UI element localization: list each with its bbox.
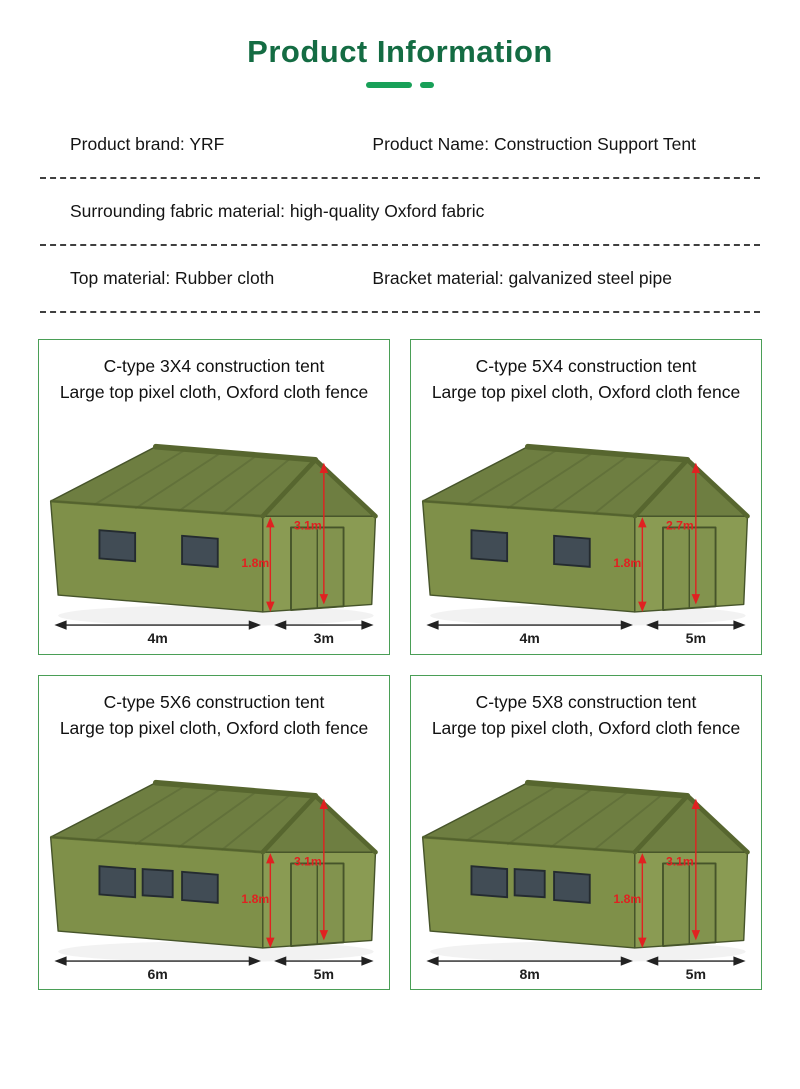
spec-bracket-material: Bracket material: galvanized steel pipe	[372, 268, 672, 288]
spec-fabric: Surrounding fabric material: high-qualit…	[70, 201, 485, 221]
page-title: Product Information	[247, 34, 553, 69]
spec-row-fabric: Surrounding fabric material: high-qualit…	[40, 179, 760, 244]
width-dimension-label: 4m	[519, 630, 539, 646]
spec-top-material: Top material: Rubber cloth	[70, 268, 275, 288]
wall-height-label: 1.8m	[613, 556, 641, 570]
depth-dimension-label: 5m	[686, 630, 706, 646]
wall-height-label: 1.8m	[241, 556, 269, 570]
spec-product-name: Product Name: Construction Support Tent	[372, 134, 696, 154]
card-subtitle: Large top pixel cloth, Oxford cloth fenc…	[431, 382, 741, 402]
product-card-5x8: C-type 5X8 construction tent Large top p…	[410, 674, 762, 991]
card-title: C-type 5X6 construction tent	[103, 691, 325, 712]
width-dimension-label: 8m	[519, 965, 539, 981]
title-underline-decoration	[0, 82, 800, 88]
tent-illustration-5x6: 6m 5m 1.8m 3.1m	[45, 747, 383, 981]
tent-illustration-5x4: 4m 5m 1.8m 2.7m	[417, 411, 755, 646]
card-title: C-type 5X4 construction tent	[475, 356, 697, 376]
depth-dimension-label: 5m	[686, 965, 706, 981]
wall-height-label: 1.8m	[241, 891, 269, 905]
card-subtitle: Large top pixel cloth, Oxford cloth fenc…	[431, 717, 741, 738]
dashed-divider	[40, 177, 760, 179]
underline-bar-long	[366, 82, 412, 88]
ridge-height-label: 3.1m	[294, 518, 322, 532]
product-cards-grid: C-type 3X4 construction tent Large top p…	[38, 339, 762, 991]
width-dimension-label: 6m	[147, 965, 167, 981]
product-card-3x4: C-type 3X4 construction tent Large top p…	[38, 339, 390, 655]
spec-table: Product brand: YRF Product Name: Constru…	[40, 112, 760, 313]
card-subtitle: Large top pixel cloth, Oxford cloth fenc…	[59, 382, 369, 402]
dashed-divider	[40, 311, 760, 313]
tent-illustration-3x4: 4m 3m 1.8m 3.1m	[45, 411, 383, 646]
tent-illustration-5x8: 8m 5m 1.8m 3.1m	[417, 747, 755, 981]
card-title: C-type 3X4 construction tent	[103, 356, 325, 376]
spec-brand: Product brand: YRF	[70, 134, 225, 154]
tent-graphic	[51, 447, 376, 630]
product-information-page: Product Information Product brand: YRF P…	[0, 34, 800, 991]
spec-row-brand-name: Product brand: YRF Product Name: Constru…	[40, 112, 760, 177]
card-subtitle: Large top pixel cloth, Oxford cloth fenc…	[59, 717, 369, 738]
product-card-5x4: C-type 5X4 construction tent Large top p…	[410, 339, 762, 655]
width-dimension-label: 4m	[147, 630, 167, 646]
ridge-height-label: 3.1m	[666, 854, 694, 868]
wall-height-label: 1.8m	[613, 891, 641, 905]
spec-row-materials: Top material: Rubber cloth Bracket mater…	[40, 246, 760, 311]
underline-bar-short	[420, 82, 434, 88]
tent-graphic	[423, 447, 748, 630]
tent-graphic	[423, 782, 748, 965]
depth-dimension-label: 3m	[314, 630, 334, 646]
depth-dimension-label: 5m	[314, 965, 334, 981]
product-card-5x6: C-type 5X6 construction tent Large top p…	[38, 674, 390, 991]
tent-graphic	[51, 782, 376, 965]
dashed-divider	[40, 244, 760, 246]
ridge-height-label: 2.7m	[666, 518, 694, 532]
ridge-height-label: 3.1m	[294, 854, 322, 868]
card-title: C-type 5X8 construction tent	[475, 691, 697, 712]
